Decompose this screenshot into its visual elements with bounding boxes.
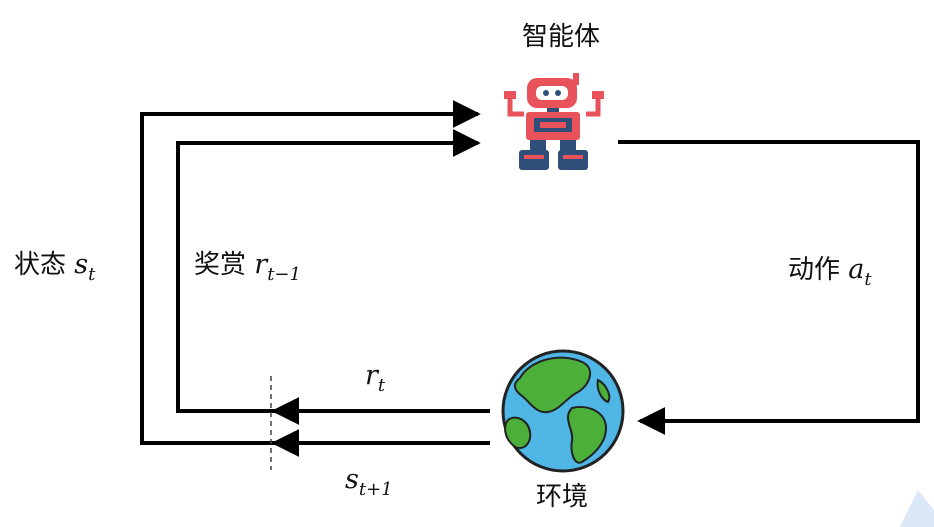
corner-decoration [900, 490, 934, 527]
reward-path [176, 129, 490, 413]
action-subscript: t [864, 269, 872, 290]
state-path [140, 100, 490, 445]
reward-prev-label: 奖赏 rt−1 [194, 249, 301, 284]
reward-prev-symbol: r [254, 249, 268, 280]
next-state-subscript: t+1 [358, 479, 393, 500]
environment-label: 环境 [536, 482, 589, 512]
action-text: 动作 [788, 255, 841, 285]
robot-icon [504, 73, 604, 170]
earth-globe-icon [501, 349, 625, 473]
action-path [618, 140, 920, 435]
agent-label: 智能体 [522, 22, 601, 52]
state-symbol: s [74, 249, 89, 280]
next-state-symbol: s [345, 464, 359, 495]
reward-symbol: r [365, 360, 378, 391]
action-symbol: a [848, 254, 865, 285]
state-subscript: t [88, 264, 96, 285]
reward-label: rt [365, 360, 385, 395]
next-state-label: st+1 [345, 464, 393, 499]
state-text: 状态 [14, 250, 67, 280]
state-label: 状态 st [14, 249, 95, 284]
reward-prev-subscript: t−1 [267, 264, 301, 285]
reward-prev-text: 奖赏 [194, 250, 247, 280]
action-label: 动作 at [788, 254, 872, 289]
reward-subscript: t [377, 375, 386, 396]
